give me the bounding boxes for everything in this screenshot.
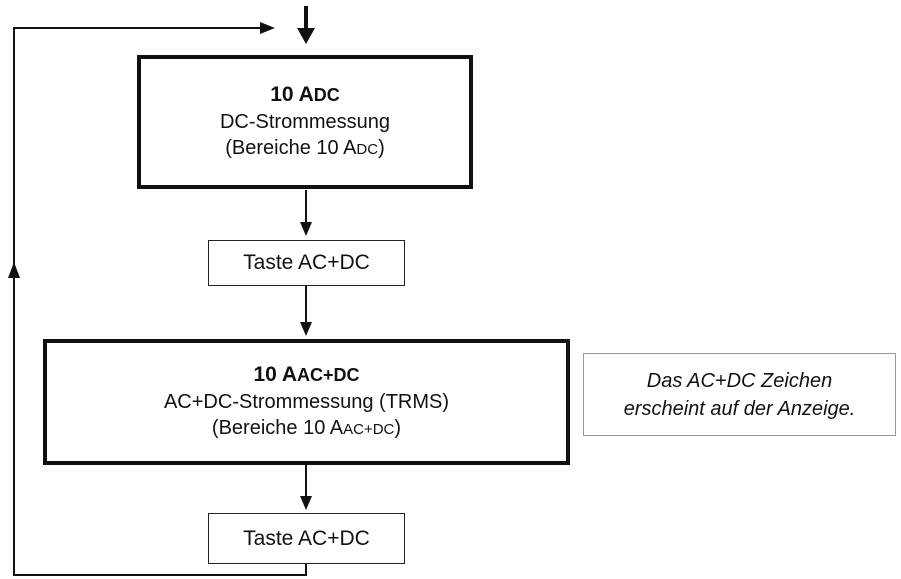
note-box: Das AC+DC Zeichen erscheint auf der Anze… xyxy=(583,353,896,436)
mode-acdc-range-prefix: (Bereiche 10 A xyxy=(211,417,344,439)
button-1-box[interactable]: Taste AC+DC xyxy=(208,240,405,286)
arrowhead-button2 xyxy=(300,496,312,510)
mode-dc-title-value: 10 A xyxy=(270,83,314,106)
loop-back-line xyxy=(13,27,307,576)
mode-acdc-title-value: 10 A xyxy=(253,363,298,386)
mode-acdc-title-unit: AC+DC xyxy=(297,365,360,385)
mode-dc-range-suffix: ) xyxy=(378,137,385,159)
mode-acdc-box: 10 AAC+DC AC+DC-Strommessung (TRMS) (Ber… xyxy=(43,339,570,465)
mode-acdc-range: (Bereiche 10 AAC+DC) xyxy=(212,415,401,443)
button-2-box[interactable]: Taste AC+DC xyxy=(208,513,405,564)
entry-arrowhead xyxy=(297,28,315,44)
arrowhead-button1 xyxy=(300,222,312,236)
note-line-1: Das AC+DC Zeichen xyxy=(646,369,833,392)
button-2-label: Taste AC+DC xyxy=(243,526,370,550)
mode-dc-range: (Bereiche 10 ADC) xyxy=(225,135,385,163)
note-line-2: erscheint auf der Anzeige. xyxy=(623,397,856,420)
loop-up-arrowhead xyxy=(8,262,20,278)
mode-dc-title-unit: DC xyxy=(313,85,340,105)
mode-dc-box: 10 ADC DC-Strommessung (Bereiche 10 ADC) xyxy=(137,55,473,189)
mode-dc-title: 10 ADC xyxy=(270,81,340,109)
mode-acdc-description: AC+DC-Strommessung (TRMS) xyxy=(163,391,450,413)
loop-right-arrowhead xyxy=(260,22,275,34)
mode-dc-range-unit: DC xyxy=(356,141,379,158)
mode-acdc-range-unit: AC+DC xyxy=(343,421,395,438)
mode-dc-description: DC-Strommessung xyxy=(219,111,391,133)
button-1-label: Taste AC+DC xyxy=(243,251,370,274)
mode-acdc-range-suffix: ) xyxy=(394,417,402,439)
arrowhead-acdc xyxy=(300,322,312,336)
mode-acdc-title: 10 AAC+DC xyxy=(253,361,359,389)
mode-dc-range-prefix: (Bereiche 10 A xyxy=(225,137,357,159)
